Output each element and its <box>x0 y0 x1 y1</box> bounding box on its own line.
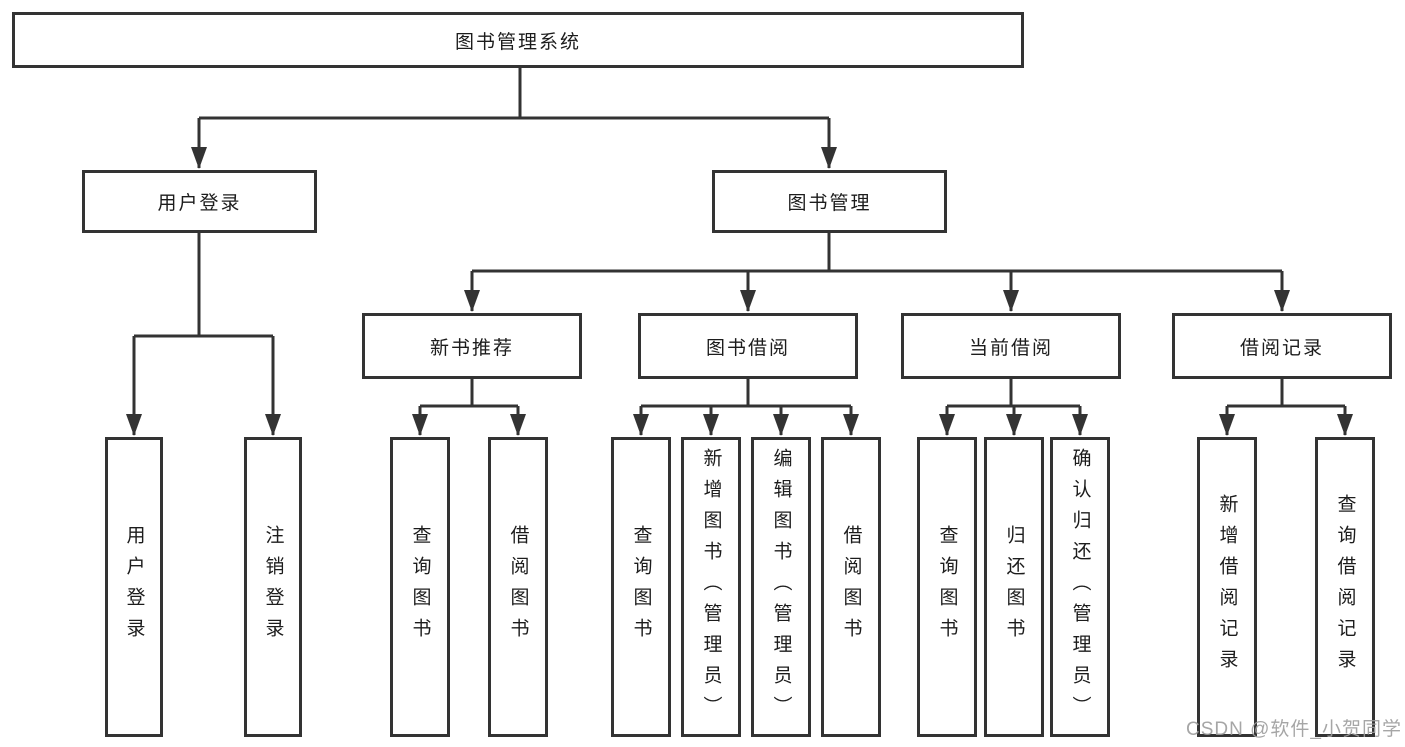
category-label: 当前借阅 <box>968 337 1053 359</box>
category-box-new-book-recommend: 新书推荐 <box>362 313 582 379</box>
leaf-label: 编辑图书（管理员） <box>770 447 792 727</box>
leaf-label: 查询借阅记录 <box>1334 494 1356 680</box>
root-box-system: 图书管理系统 <box>12 12 1024 68</box>
leaf-box-add-books-admin: 新增图书（管理员） <box>681 437 741 737</box>
leaf-label: 查询图书 <box>630 525 652 649</box>
leaf-box-logout: 注销登录 <box>244 437 302 737</box>
category-box-book-borrow: 图书借阅 <box>638 313 858 379</box>
leaf-label: 新增图书（管理员） <box>700 447 722 727</box>
branch-label: 用户登录 <box>157 193 242 214</box>
category-label: 借阅记录 <box>1239 337 1324 359</box>
leaf-label: 借阅图书 <box>840 525 862 649</box>
leaf-box-query-books-3: 查询图书 <box>917 437 977 737</box>
leaf-box-add-borrow-record: 新增借阅记录 <box>1197 437 1257 737</box>
leaf-label: 归还图书 <box>1003 525 1025 649</box>
leaf-label: 查询图书 <box>409 525 431 649</box>
leaf-box-edit-books-admin: 编辑图书（管理员） <box>751 437 811 737</box>
leaf-box-query-borrow-record: 查询借阅记录 <box>1315 437 1375 737</box>
leaf-label: 借阅图书 <box>507 525 529 649</box>
leaf-label: 用户登录 <box>123 525 145 649</box>
root-label: 图书管理系统 <box>454 31 581 53</box>
branch-box-book-management: 图书管理 <box>712 170 947 233</box>
leaf-box-query-books-1: 查询图书 <box>390 437 450 737</box>
csdn-watermark: CSDN @软件_小贺同学 <box>1186 719 1402 740</box>
category-label: 图书借阅 <box>705 337 790 359</box>
leaf-label: 确认归还（管理员） <box>1069 447 1091 727</box>
leaf-label: 注销登录 <box>262 525 284 649</box>
category-label: 新书推荐 <box>429 337 514 359</box>
leaf-box-confirm-return-admin: 确认归还（管理员） <box>1050 437 1110 737</box>
category-box-current-borrow: 当前借阅 <box>901 313 1121 379</box>
leaf-box-return-books: 归还图书 <box>984 437 1044 737</box>
leaf-box-user-login: 用户登录 <box>105 437 163 737</box>
leaf-label: 查询图书 <box>936 525 958 649</box>
branch-label: 图书管理 <box>787 193 872 214</box>
leaf-box-borrow-books-1: 借阅图书 <box>488 437 548 737</box>
leaf-box-query-books-2: 查询图书 <box>611 437 671 737</box>
branch-box-user-login: 用户登录 <box>82 170 317 233</box>
leaf-label: 新增借阅记录 <box>1216 494 1238 680</box>
category-box-borrow-records: 借阅记录 <box>1172 313 1392 379</box>
leaf-box-borrow-books-2: 借阅图书 <box>821 437 881 737</box>
